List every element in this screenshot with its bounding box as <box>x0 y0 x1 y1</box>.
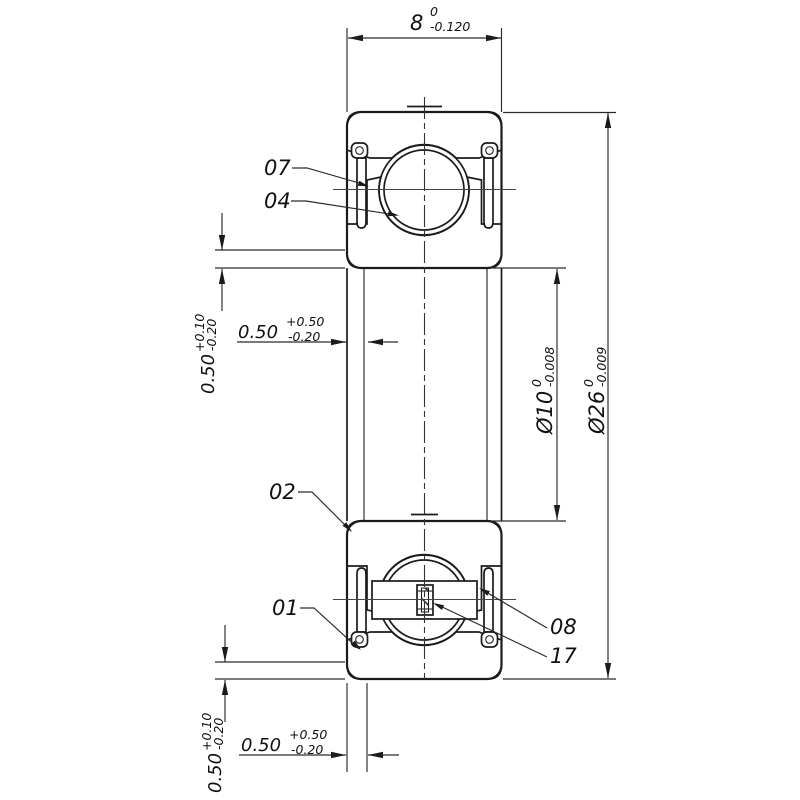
dim-chamfer-axial-upper-upper: +0.50 <box>286 314 324 329</box>
dim-chamfer-axial-upper-lower: -0.20 <box>288 329 320 344</box>
dim-chamfer-axial-upper: 0.50 +0.50 -0.20 <box>237 314 398 346</box>
shield-rolled-edge-icon <box>355 146 364 155</box>
shield-bottom-right <box>480 567 499 648</box>
dim-chamfer-radial-lower-nominal: 0.50 <box>205 753 226 793</box>
part-label-shield-lower: 08 <box>479 588 577 639</box>
dim-chamfer-axial-lower: 0.50 +0.50 -0.20 <box>239 683 399 772</box>
dim-chamfer-radial-upper-upper: +0.10 <box>192 314 207 352</box>
dim-width: 8 0 -0.120 <box>346 4 503 112</box>
shield-top-right <box>480 142 499 229</box>
dim-bore-nominal: Ø10 <box>533 391 557 435</box>
dim-outer-diameter: Ø26 0 -0.009 <box>503 111 616 680</box>
dim-chamfer-axial-lower-nominal: 0.50 <box>241 735 281 756</box>
dim-bore-lower: -0.008 <box>542 347 557 387</box>
part-label-inner-ring: 02 <box>269 480 352 532</box>
dim-chamfer-axial-lower-upper: +0.50 <box>289 727 327 742</box>
dim-width-nominal: 8 <box>410 11 423 35</box>
svg-text:04: 04 <box>264 189 291 213</box>
dim-chamfer-radial-lower: 0.50 +0.10 -0.20 <box>199 625 345 793</box>
part-label-cage-rivet: 17 <box>433 603 577 668</box>
dim-bore-upper: 0 <box>529 379 544 387</box>
dim-chamfer-radial-upper-lower: -0.20 <box>204 319 219 351</box>
shield-rolled-edge-icon <box>485 146 494 155</box>
dim-od-lower: -0.009 <box>594 347 609 387</box>
svg-text:01: 01 <box>272 596 299 620</box>
dim-od-nominal: Ø26 <box>585 391 609 435</box>
shield-bottom-left <box>350 567 369 648</box>
dim-bore-diameter: Ø10 0 -0.008 <box>490 267 566 522</box>
part-label-shield-upper: 07 <box>264 156 369 187</box>
svg-text:02: 02 <box>269 480 296 504</box>
part-label-ball: 04 <box>264 189 399 217</box>
svg-text:08: 08 <box>550 615 577 639</box>
shield-rolled-edge-icon <box>355 635 364 644</box>
dim-chamfer-radial-upper: 0.50 +0.10 -0.20 <box>192 213 345 394</box>
dim-width-upper: 0 <box>430 4 438 19</box>
dim-chamfer-radial-upper-nominal: 0.50 <box>198 354 219 394</box>
dim-width-lower: -0.120 <box>430 19 470 34</box>
dim-chamfer-radial-lower-lower: -0.20 <box>211 718 226 750</box>
dim-od-upper: 0 <box>581 379 596 387</box>
part-label-outer-ring: 01 <box>272 596 361 650</box>
dim-chamfer-axial-lower-lower: -0.20 <box>291 742 323 757</box>
svg-text:17: 17 <box>550 644 577 668</box>
dim-chamfer-axial-upper-nominal: 0.50 <box>238 322 278 343</box>
dim-chamfer-radial-lower-upper: +0.10 <box>199 713 214 751</box>
shield-rolled-edge-icon <box>485 635 494 644</box>
svg-text:07: 07 <box>264 156 291 180</box>
